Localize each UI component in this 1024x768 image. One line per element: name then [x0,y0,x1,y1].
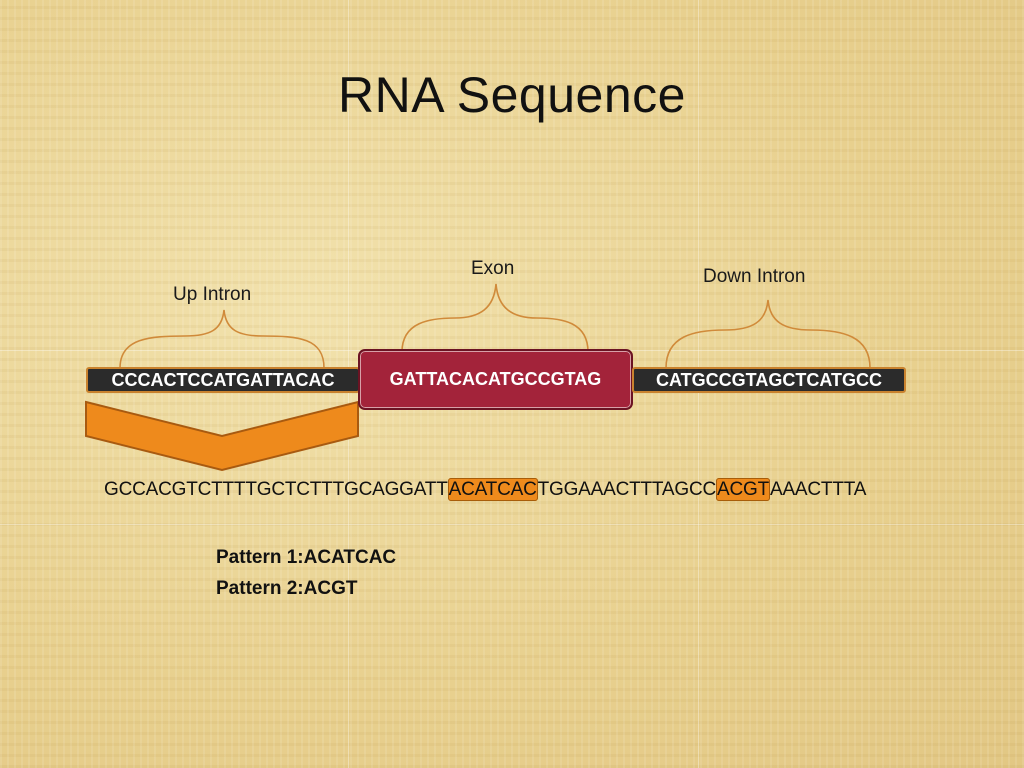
up-intron-label: Up Intron [173,284,252,305]
background-grid-line [0,524,1024,525]
exon-brace [401,283,589,353]
pattern-1-label: Pattern 1:ACATCAC [216,547,397,568]
up-intron-sequence: CCCACTCCATGATTACAC [111,369,335,390]
up-intron-brace [119,309,325,369]
sequence-part-1: GCCACGTCTTTTGCTCTTTGCAGGATT [104,479,448,500]
target-sequence: GCCACGTCTTTTGCTCTTTGCAGGATTACATCACTGGAAA… [104,478,867,501]
down-intron-segment: CATGCCGTAGCTCATGCC [632,367,906,393]
down-intron-brace [665,299,871,369]
page-title: RNA Sequence [338,67,686,123]
pattern-2-label: Pattern 2:ACGT [216,578,358,599]
pattern-1-match: ACATCAC [447,478,538,501]
down-intron-sequence: CATGCCGTAGCTCATGCC [656,369,882,390]
up-intron-segment: CCCACTCCATGATTACAC [86,367,360,393]
down-intron-label: Down Intron [703,266,806,287]
pattern-2-match: ACGT [716,478,770,501]
sequence-part-3: AAACTTTA [769,479,867,500]
exon-segment: GATTACACATGCCGTAG [358,349,633,410]
exon-label: Exon [471,258,515,279]
splice-chevron-arrow [85,400,359,472]
exon-sequence: GATTACACATGCCGTAG [389,369,602,389]
sequence-part-2: TGGAAACTTTAGCC [537,479,717,500]
